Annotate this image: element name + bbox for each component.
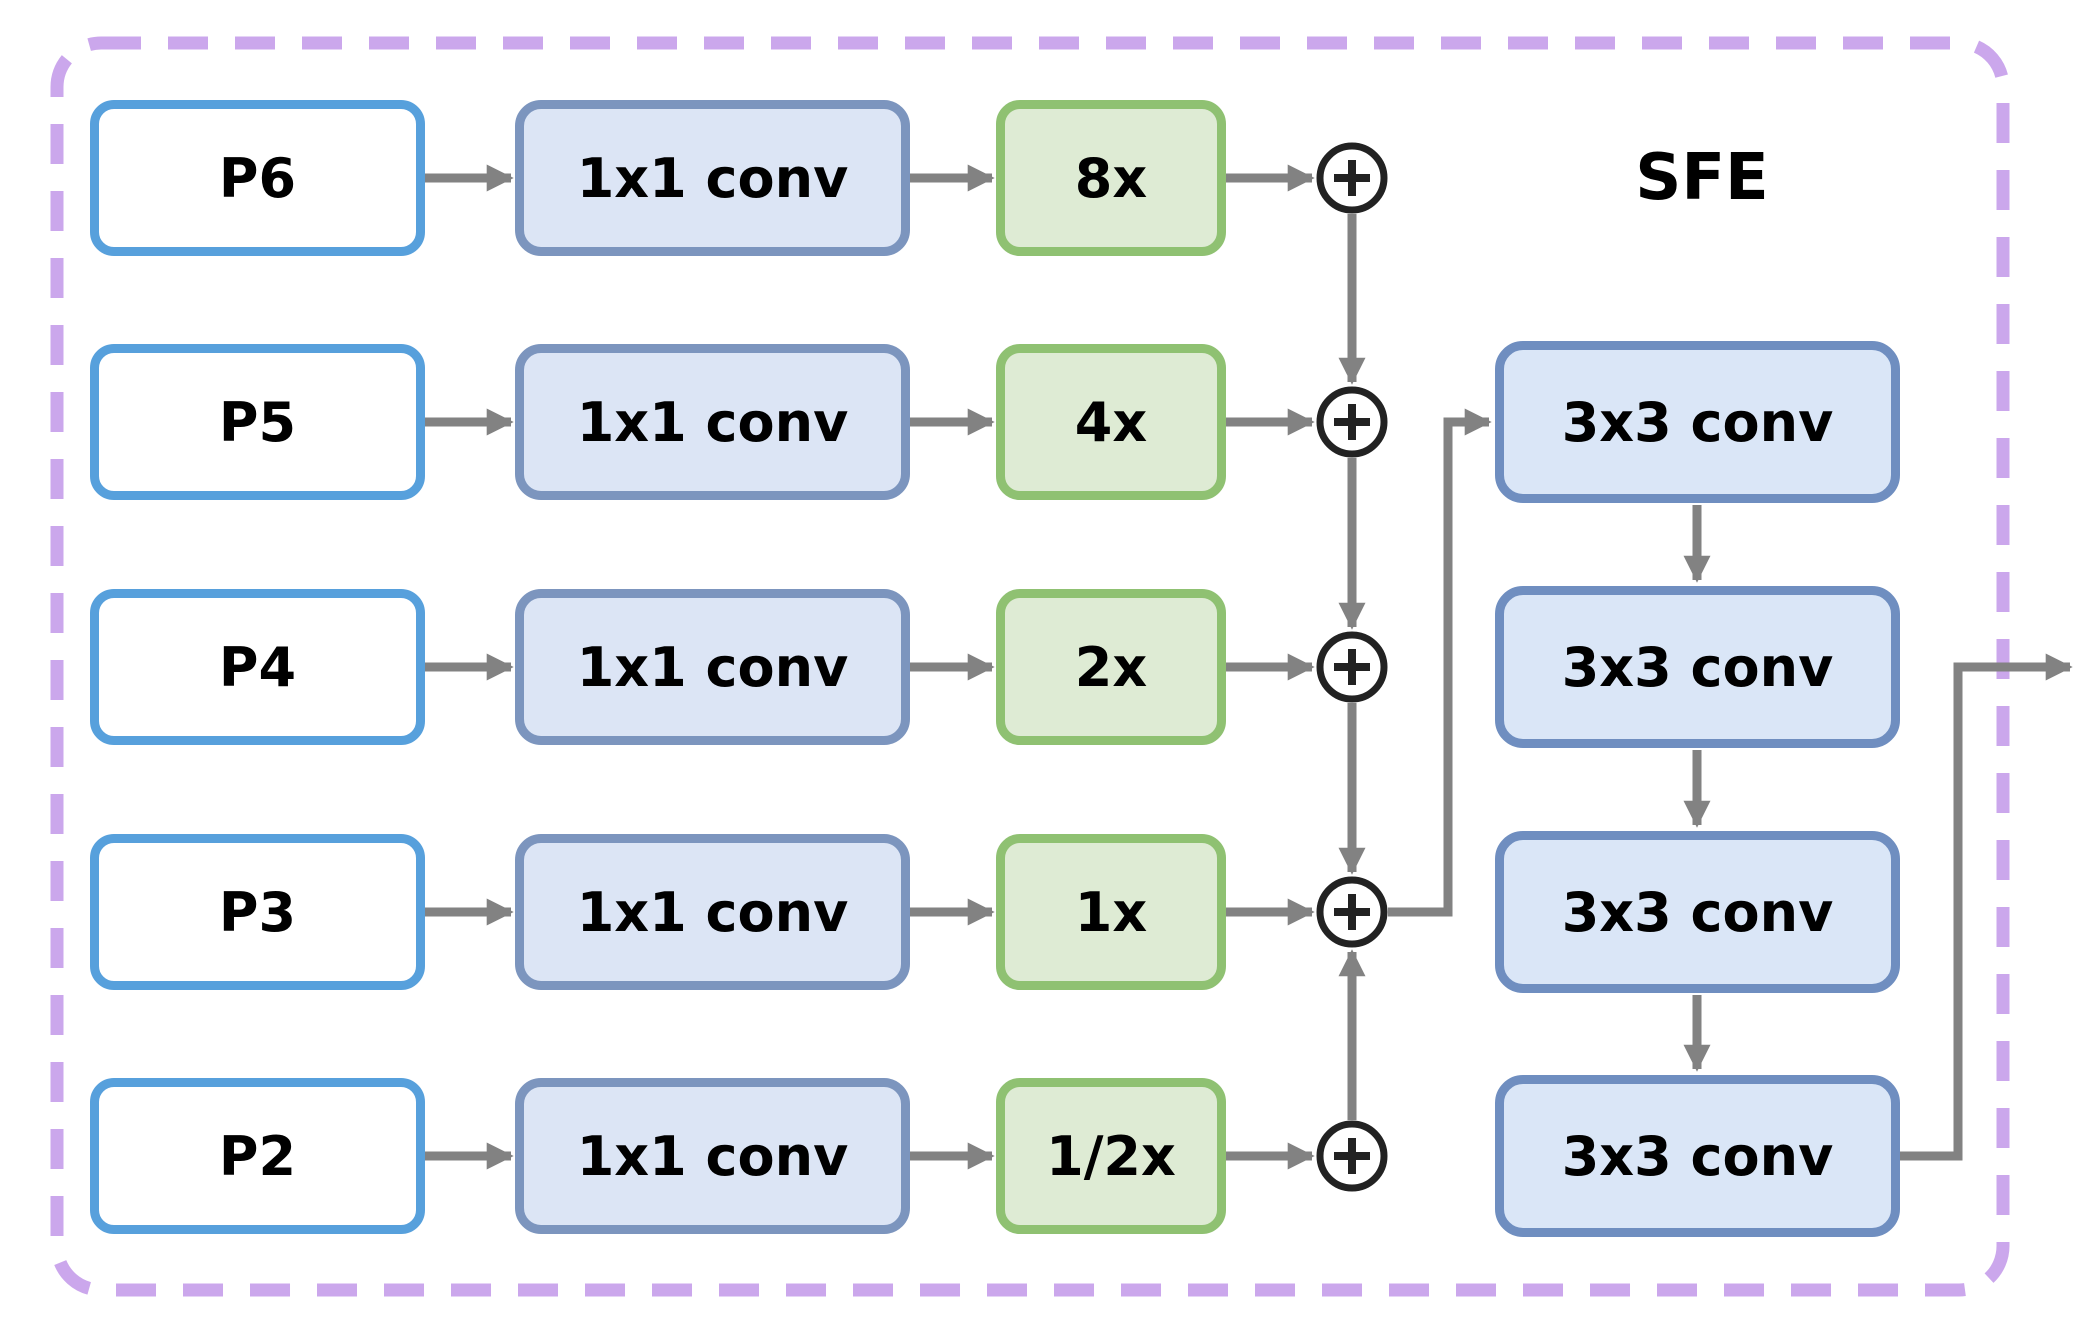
conv1x1-box-row4: 1x1 conv <box>515 834 910 990</box>
conv1x1-box-row5: 1x1 conv <box>515 1078 910 1234</box>
conv1x1-label: 1x1 conv <box>576 390 849 454</box>
scale-box-halfx: 1/2x <box>996 1078 1226 1234</box>
scale-label: 4x <box>1074 390 1148 454</box>
input-box-p2: P2 <box>90 1078 425 1234</box>
conv3x3-box-4: 3x3 conv <box>1495 1075 1900 1237</box>
sum-node-2 <box>1316 386 1388 458</box>
arrow-sum4-to-sfe-conv1 <box>1388 408 1492 917</box>
module-title: SFE <box>1635 141 1769 215</box>
conv3x3-label: 3x3 conv <box>1561 1124 1834 1188</box>
input-box-p3: P3 <box>90 834 425 990</box>
conv1x1-box-row1: 1x1 conv <box>515 100 910 256</box>
input-label: P4 <box>218 635 297 699</box>
conv3x3-box-2: 3x3 conv <box>1495 586 1900 748</box>
conv1x1-label: 1x1 conv <box>576 880 849 944</box>
scale-box-8x: 8x <box>996 100 1226 256</box>
scale-label: 1/2x <box>1046 1124 1176 1188</box>
scale-label: 2x <box>1074 635 1148 699</box>
conv3x3-label: 3x3 conv <box>1561 635 1834 699</box>
plus-icon <box>1334 649 1370 685</box>
conv3x3-box-3: 3x3 conv <box>1495 831 1900 993</box>
conv1x1-box-row2: 1x1 conv <box>515 344 910 500</box>
conv1x1-label: 1x1 conv <box>576 635 849 699</box>
plus-icon <box>1334 160 1370 196</box>
sum-node-1 <box>1316 142 1388 214</box>
sum-node-4 <box>1316 876 1388 948</box>
plus-icon <box>1334 404 1370 440</box>
input-label: P3 <box>218 880 297 944</box>
input-label: P5 <box>218 390 297 454</box>
sum-node-3 <box>1316 631 1388 703</box>
input-box-p4: P4 <box>90 589 425 745</box>
input-label: P2 <box>218 1124 297 1188</box>
plus-icon <box>1334 894 1370 930</box>
conv3x3-box-1: 3x3 conv <box>1495 341 1900 503</box>
scale-box-1x: 1x <box>996 834 1226 990</box>
scale-label: 8x <box>1074 146 1148 210</box>
conv1x1-label: 1x1 conv <box>576 1124 849 1188</box>
scale-label: 1x <box>1074 880 1148 944</box>
scale-box-2x: 2x <box>996 589 1226 745</box>
scale-box-4x: 4x <box>996 344 1226 500</box>
input-label: P6 <box>218 146 297 210</box>
input-box-p6: P6 <box>90 100 425 256</box>
plus-icon <box>1334 1138 1370 1174</box>
conv3x3-label: 3x3 conv <box>1561 880 1834 944</box>
conv3x3-label: 3x3 conv <box>1561 390 1834 454</box>
input-box-p5: P5 <box>90 344 425 500</box>
conv1x1-box-row3: 1x1 conv <box>515 589 910 745</box>
conv1x1-label: 1x1 conv <box>576 146 849 210</box>
arrow-sfe-output <box>1900 653 2073 1161</box>
sum-node-5 <box>1316 1120 1388 1192</box>
